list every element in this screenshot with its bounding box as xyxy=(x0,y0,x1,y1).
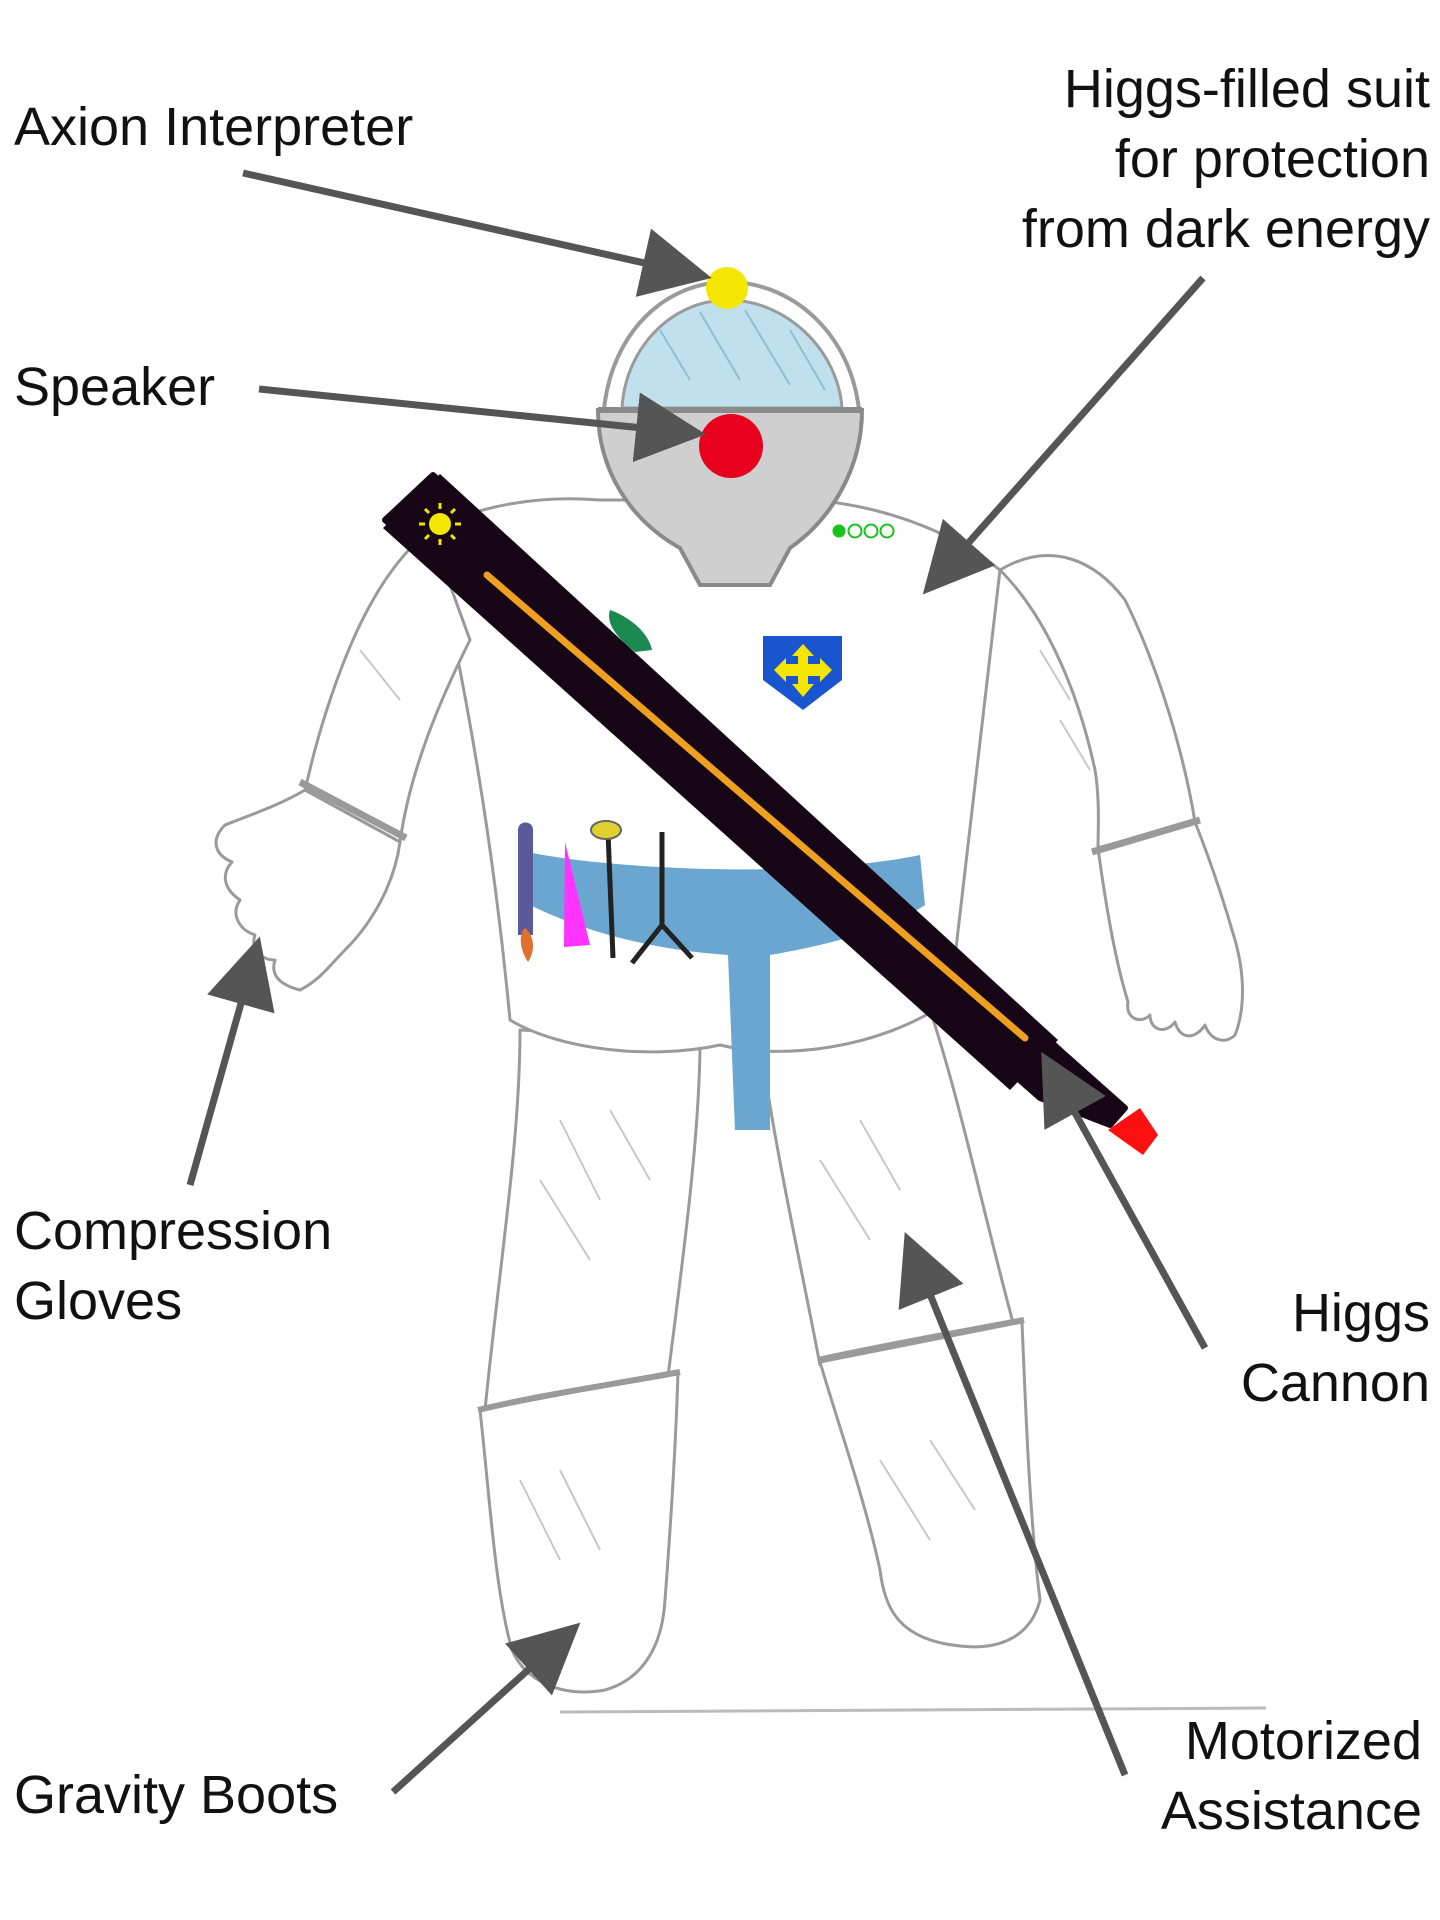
right-arm xyxy=(998,554,1197,850)
label-axion-interpreter: Axion Interpreter xyxy=(14,97,414,157)
arrow-gloves xyxy=(186,936,275,1186)
right-boot xyxy=(818,1320,1042,1649)
left-boot-cuff xyxy=(477,1369,681,1413)
label-motor-line-2: Assistance xyxy=(1160,1781,1422,1841)
label-higgs-suit-line-2: for protection xyxy=(1114,129,1430,189)
arrow-speaker xyxy=(258,385,706,463)
paper-edge-line xyxy=(559,1706,1267,1714)
label-higgs-suit-line-3: from dark energy xyxy=(1021,199,1430,259)
label-motorized-assistance: Motorized Assistance xyxy=(1161,1706,1422,1846)
shading xyxy=(359,649,1091,1561)
arrow-cannon xyxy=(1041,1051,1209,1350)
tool-tripod xyxy=(630,832,694,965)
cannon-stripe xyxy=(483,571,1029,1042)
right-cuff xyxy=(1091,816,1201,856)
label-motor-line-1: Motorized xyxy=(1184,1711,1422,1771)
left-cuff xyxy=(298,778,408,842)
label-cannon-line-2: Cannon xyxy=(1240,1353,1430,1413)
cannon-nozzle-clip xyxy=(609,610,652,652)
sun-icon xyxy=(419,503,461,545)
arrow-axion xyxy=(242,169,712,297)
visor-shading xyxy=(659,309,826,391)
speaker-dot xyxy=(699,414,763,478)
status-indicators xyxy=(832,523,895,539)
arrow-boots xyxy=(390,1622,581,1795)
tool-hammer-head xyxy=(590,820,622,840)
left-arm xyxy=(303,528,472,844)
arrow-motor xyxy=(898,1232,1129,1777)
label-gravity-boots: Gravity Boots xyxy=(14,1765,339,1825)
label-cannon-line-1: Higgs xyxy=(1291,1283,1430,1343)
tool-orange-tip xyxy=(520,928,534,962)
label-higgs-suit: Higgs-filled suit for protection from da… xyxy=(1022,54,1430,264)
tool-hammer-handle xyxy=(605,831,616,959)
badge-cross-icon xyxy=(774,644,832,697)
label-compression-gloves: Compression Gloves xyxy=(14,1196,332,1336)
label-gloves-line-1: Compression xyxy=(14,1201,333,1261)
cannon-red-tip xyxy=(1108,1108,1158,1155)
label-higgs-cannon: Higgs Cannon xyxy=(1241,1278,1430,1418)
axion-interpreter-dot xyxy=(706,267,748,309)
tool-magenta xyxy=(564,842,590,947)
right-boot-cuff xyxy=(817,1317,1025,1363)
label-gloves-line-2: Gloves xyxy=(14,1271,183,1331)
tool-purple xyxy=(518,822,533,935)
label-higgs-suit-line-1: Higgs-filled suit xyxy=(1063,59,1430,119)
right-glove xyxy=(1096,820,1244,1042)
label-speaker: Speaker xyxy=(14,357,216,417)
left-boot xyxy=(478,1370,680,1694)
arrow-suit xyxy=(922,275,1206,595)
right-leg xyxy=(758,1008,1017,1367)
left-leg xyxy=(483,1028,702,1412)
